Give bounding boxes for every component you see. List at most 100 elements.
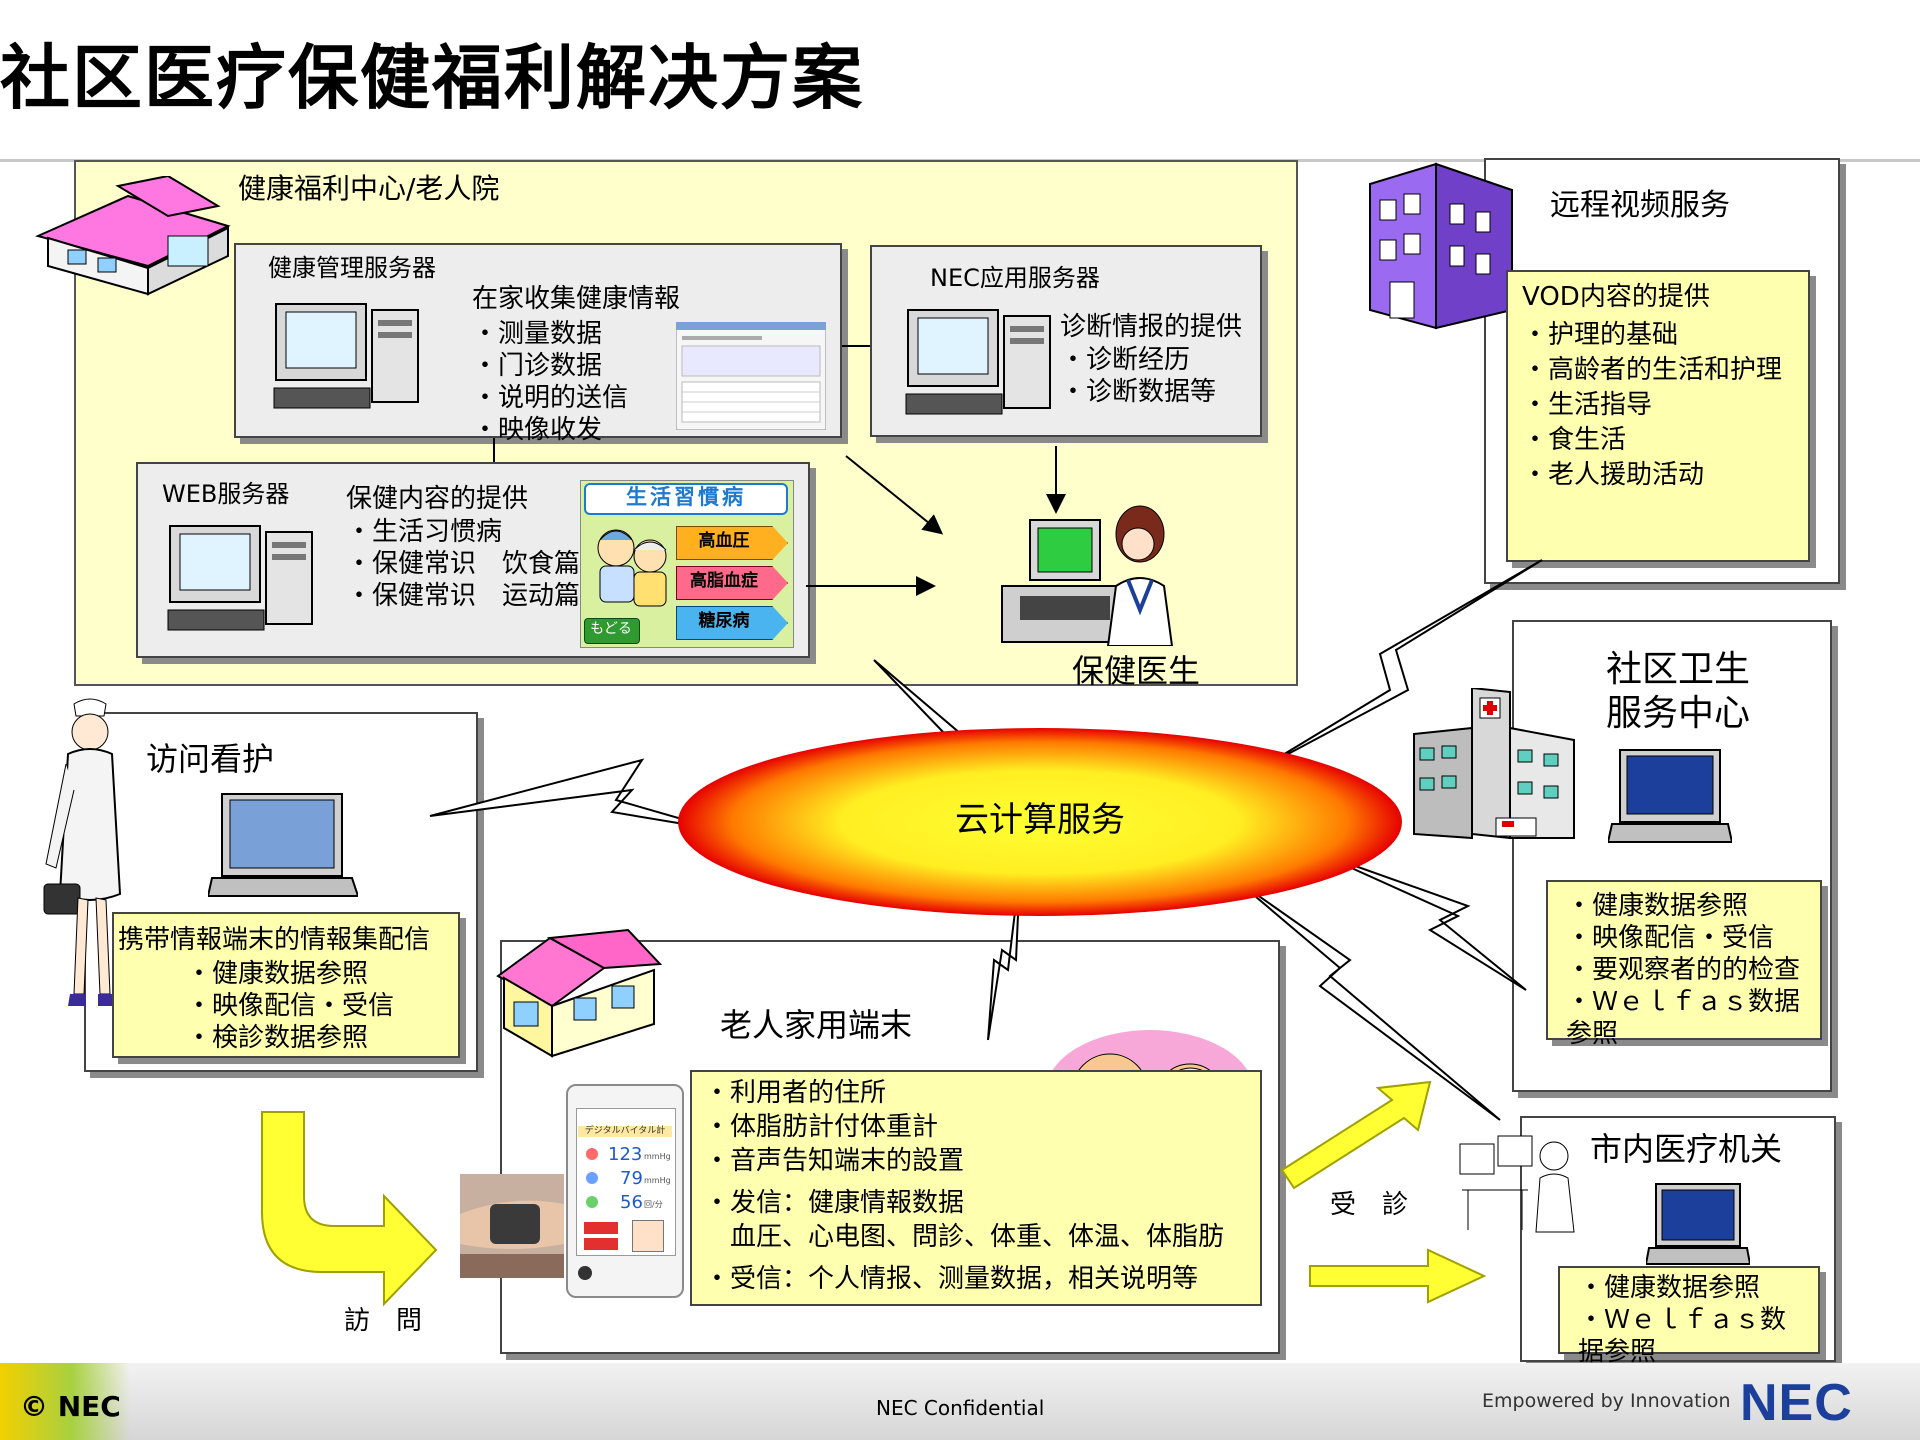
vital-device-avatar (632, 1220, 664, 1252)
vod-content-items: ・护理的基础 ・高龄者的生活和护理 ・生活指导 ・食生活 ・老人援助活动 (1522, 318, 1782, 493)
home-terminal-title: 老人家用端末 (720, 1006, 913, 1044)
cloud-service-ellipse (678, 728, 1402, 916)
vital-reading-systolic: 123 (608, 1144, 643, 1165)
lightning-bolt-video (1257, 559, 1543, 771)
hypertension-button[interactable] (676, 526, 788, 560)
portable-terminal-items: ・健康数据参照 ・映像配信・受信 ・検診数据参照 (186, 958, 394, 1054)
hospital-function-item: 据参照 (1578, 1337, 1657, 1367)
vital-unit-diastolic: mmHg (644, 1176, 671, 1185)
community-function-item: ・Ｗｅｌｆａｓ数据 (1566, 987, 1801, 1017)
community-laptop-icon (1608, 749, 1732, 843)
footer-tagline: Empowered by Innovation (1482, 1390, 1731, 1412)
portable-terminal-box (112, 912, 460, 1058)
home-terminal-item: 血圧、心电图、問診、体重、体温、体脂肪 (704, 1222, 1225, 1252)
hospital-building-icon (1413, 688, 1575, 840)
hospital-laptop-icon (1646, 1183, 1750, 1265)
home-terminal-items: ・利用者的住所 ・体脂肪計付体重計 ・音声告知端末的設置 ・发信：健康情報数据 … (704, 1076, 1224, 1296)
vital-unit-systolic: mmHg (644, 1152, 671, 1161)
elderly-couple-icon (597, 529, 667, 607)
community-function-item: ・健康数据参照 (1566, 891, 1749, 921)
vital-unit-pulse: 回/分 (644, 1200, 663, 1209)
vital-device-icon-1 (586, 1148, 598, 1160)
welfare-center-title: 健康福利中心/老人院 (238, 172, 500, 205)
vod-content-item: ・生活指导 (1522, 390, 1653, 420)
lightning-bolt-home (987, 869, 1021, 1041)
hospital-functions-items: ・健康数据参照 ・Ｗｅｌｆａｓ数 据参照 (1578, 1272, 1786, 1368)
hospital-function-item: ・Ｗｅｌｆａｓ数 (1578, 1305, 1787, 1335)
footer-confidential: NEC Confidential (876, 1396, 1045, 1420)
web-server-item: ・保健常识 饮食篇 (346, 549, 581, 579)
visit-curved-arrow (261, 1111, 438, 1307)
home-terminal-info-box (690, 1070, 1262, 1306)
visit-arrow-label: 訪 問 (344, 1306, 423, 1336)
hospital-functions-box (1558, 1266, 1820, 1354)
footer-bar (0, 1363, 1920, 1440)
welfare-house-icon (35, 176, 231, 296)
hospital-doctor-sketch-icon (1459, 1135, 1575, 1233)
nec-server-items: ・诊断经历 ・诊断数据等 (1060, 344, 1216, 408)
vital-device-home-button[interactable] (578, 1266, 592, 1280)
nec-server-computer-icon (905, 309, 1051, 415)
home-terminal-item: ・受信：个人情报、测量数据，相关说明等 (704, 1264, 1199, 1294)
exam-arrow-up (1280, 1080, 1432, 1190)
vital-device-red-button (584, 1222, 618, 1234)
home-terminal-item: ・发信：健康情報数据 (704, 1188, 965, 1218)
community-function-item: ・映像配信・受信 (1566, 923, 1775, 953)
vod-content-box (1506, 270, 1810, 562)
hm-server-item: ・门诊数据 (472, 351, 603, 381)
portable-terminal-item: ・健康数据参照 (186, 959, 369, 989)
back-button[interactable] (584, 618, 640, 644)
nurse-laptop-icon (208, 793, 358, 897)
vital-device-header: デジタルバイタル計 (578, 1126, 672, 1137)
home-house-icon (496, 928, 663, 1058)
doctor-at-computer-icon (1001, 505, 1174, 646)
hm-server-item: ・说明的送信 (472, 383, 629, 413)
portable-terminal-item: ・検診数据参照 (186, 1023, 369, 1053)
vod-content-heading: VOD内容的提供 (1522, 282, 1710, 312)
lightning-bolt-community (1315, 851, 1527, 991)
portable-terminal-item: ・映像配信・受信 (186, 991, 395, 1021)
home-terminal-item: ・利用者的住所 (704, 1078, 887, 1108)
lightning-bolt-hospital (1235, 879, 1501, 1121)
exam-arrow-right (1309, 1248, 1487, 1304)
doctor-label: 保健医生 (1072, 652, 1201, 690)
portable-terminal-heading: 携带情報端末的情報集配信 (118, 925, 431, 955)
lifestyle-widget-title-bar (584, 483, 788, 515)
web-to-doctor-arrow (845, 455, 944, 535)
web-server-computer-icon (167, 525, 313, 631)
vod-content-item: ・高龄者的生活和护理 (1522, 355, 1783, 385)
vital-device-icon-3 (586, 1196, 598, 1208)
diabetes-button-label: 糖尿病 (698, 611, 750, 631)
vital-device-red-button-2 (584, 1238, 618, 1250)
hospital-function-item: ・健康数据参照 (1578, 1273, 1761, 1303)
exam-arrow-label: 受 診 (1330, 1190, 1409, 1220)
nurse-figure-icon (43, 698, 122, 1006)
cloud-service-label: 云计算服务 (955, 800, 1125, 840)
home-terminal-item: ・体脂肪計付体重計 (704, 1112, 939, 1142)
diabetes-button[interactable] (676, 606, 788, 640)
office-building-icon (1369, 162, 1513, 330)
hm-server-heading: 在家收集健康情報 (472, 284, 681, 314)
vital-device-icon-2 (586, 1172, 598, 1184)
home-terminal-item: ・音声告知端末的設置 (704, 1146, 965, 1176)
hypertension-button-label: 高血圧 (698, 531, 750, 551)
vod-content-item: ・食生活 (1522, 425, 1627, 455)
hyperlipidemia-button[interactable] (676, 566, 788, 600)
nec-server-item: ・诊断经历 (1060, 345, 1191, 375)
hm-server-screenshot-image (676, 322, 826, 430)
footer-left-gradient (0, 1363, 130, 1440)
nec-server-item: ・诊断数据等 (1060, 377, 1217, 407)
nec-logo: NEC (1740, 1374, 1853, 1432)
vod-content-item: ・老人援助活动 (1522, 460, 1705, 490)
web-server-title: WEB服务器 (162, 480, 290, 508)
web-server-item: ・生活习惯病 (346, 517, 503, 547)
vital-reading-pulse: 56 (620, 1192, 643, 1213)
hm-server-items: ・测量数据 ・门诊数据 ・说明的送信 ・映像收发 (472, 318, 628, 446)
hm-server-item: ・测量数据 (472, 319, 603, 349)
nec-server-title: NEC应用服务器 (930, 264, 1100, 292)
hm-server-title: 健康管理服务器 (268, 254, 436, 282)
hm-server-computer-icon (273, 303, 419, 409)
vital-reading-diastolic: 79 (620, 1168, 643, 1189)
